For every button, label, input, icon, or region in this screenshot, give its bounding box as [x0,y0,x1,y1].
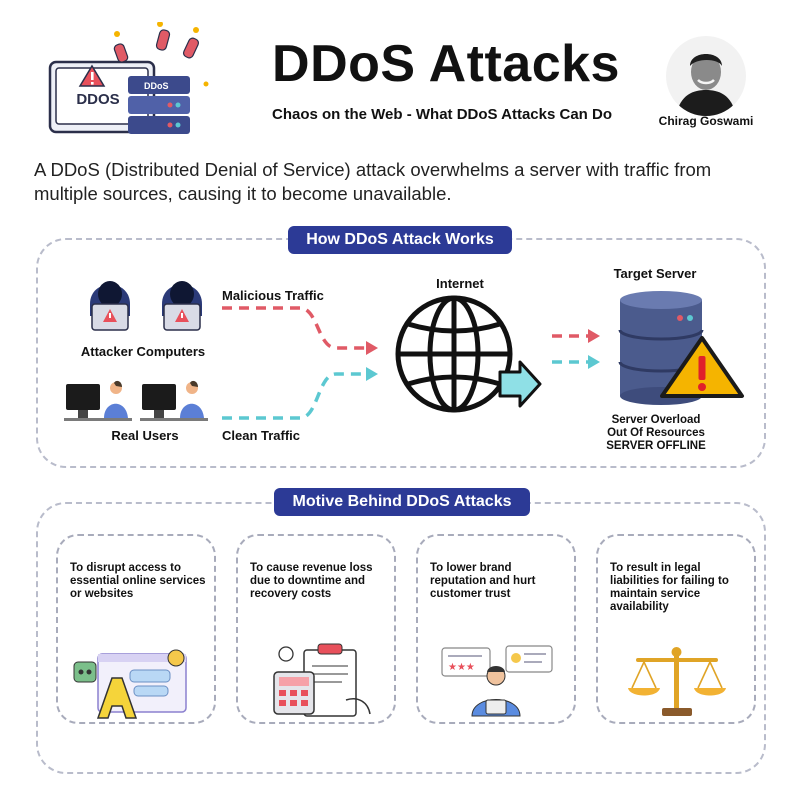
ddos-header-illustration: DDOS DDoS [48,22,209,134]
clean-traffic-label: Clean Traffic [222,428,301,443]
motive-card: To lower brand reputation and hurt custo… [416,534,576,724]
hacker-icon [162,281,202,331]
motive-card: To cause revenue loss due to downtime an… [236,534,396,724]
outgoing-arrow-icon [498,360,542,408]
page-subtitle: Chaos on the Web - What DDoS Attacks Can… [271,106,613,123]
invoice-calculator-icon [273,643,371,717]
status-line-resources: Out Of Resources [607,427,705,439]
motive-text: To lower brand reputation and hurt custo… [430,562,536,600]
page-title: DDoS Attacks [272,35,620,93]
status-line-offline: SERVER OFFLINE [606,440,706,452]
motive-text: To result in legal liabilities for faili… [610,562,729,613]
chatbot-interface-icon [73,649,187,719]
reviews-rating-icon: ★★★ [441,645,553,717]
status-line-overload: Server Overload [611,414,701,426]
malicious-traffic-arrow [222,306,366,350]
intro-paragraph: A DDoS (Distributed Denial of Service) a… [34,159,712,204]
target-server-label: Target Server [613,266,697,281]
malicious-arrowhead [366,341,378,355]
attacker-computers-label: Attacker Computers [80,344,206,359]
motive-text: To disrupt access to essential online se… [70,562,206,600]
author-name: Chirag Goswami [658,114,754,128]
clean-arrowhead [366,367,378,381]
motive-text: To cause revenue loss due to downtime an… [250,562,373,600]
warning-icon [660,336,744,398]
server-status: Server Overload Out Of Resources SERVER … [596,414,716,453]
motive-card: To disrupt access to essential online se… [56,534,216,724]
internet-label: Internet [436,276,484,291]
scales-of-justice-icon [628,647,726,716]
motive-card: To result in legal liabilities for faili… [596,534,756,724]
how-it-works-heading: How DDoS Attack Works [288,226,512,254]
clean-traffic-arrow [222,372,366,420]
hacker-icon [90,281,130,331]
author-avatar [666,36,746,116]
malicious-traffic-label: Malicious Traffic [222,288,324,303]
user-at-computer-icon [64,380,132,421]
globe-icon [395,295,542,413]
real-users-label: Real Users [111,428,179,443]
svg-text:★★★: ★★★ [448,662,475,673]
server-database-icon [618,291,744,405]
user-at-computer-icon [140,380,208,421]
motives-heading: Motive Behind DDoS Attacks [274,488,530,516]
logo-server-text: DDoS [144,81,169,91]
logo-ddos-text: DDOS [76,91,119,108]
